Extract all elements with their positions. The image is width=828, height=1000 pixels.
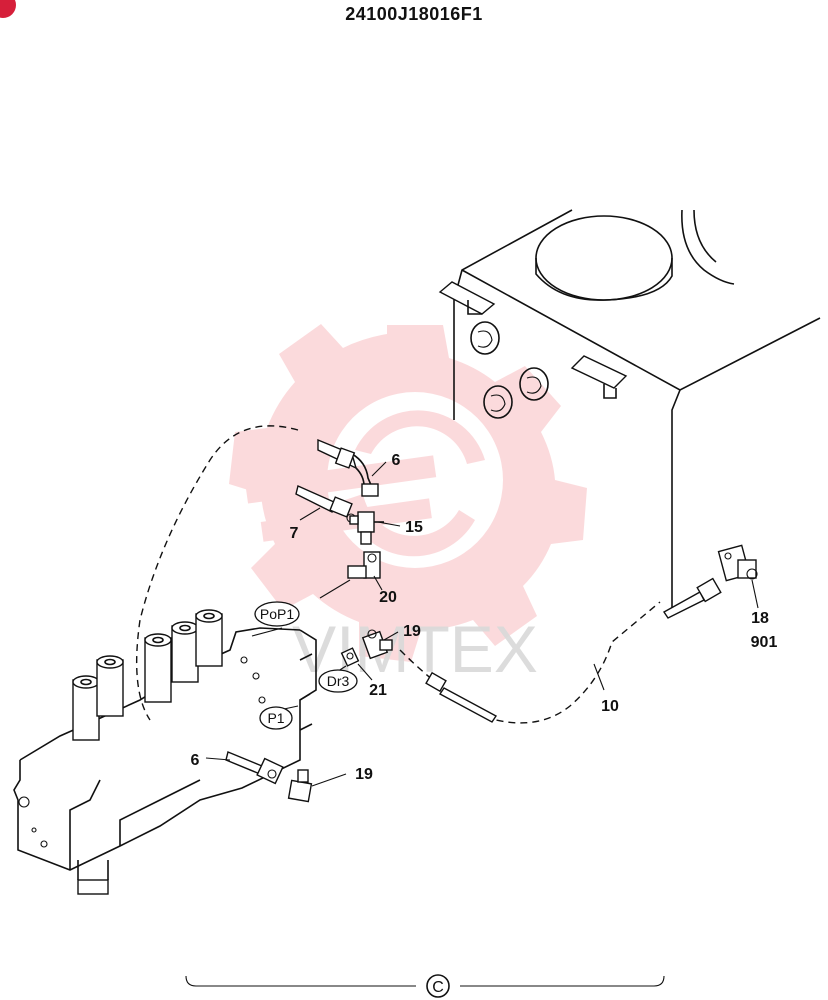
callout-901: 901 xyxy=(751,634,778,651)
svg-text:PoP1: PoP1 xyxy=(260,606,294,622)
elbow-fitting-20 xyxy=(347,551,381,579)
callout-20: 20 xyxy=(379,589,397,606)
callout-7: 7 xyxy=(290,525,299,542)
callout-18: 18 xyxy=(751,610,769,627)
callout-19-lower: 19 xyxy=(355,766,373,783)
callout-10: 10 xyxy=(601,698,619,715)
svg-text:Dr3: Dr3 xyxy=(327,673,350,689)
plug-fitting-21 xyxy=(340,647,360,667)
port-label-p1: P1 xyxy=(259,706,293,730)
brand-logo-mark xyxy=(0,0,16,18)
diagram-title: 24100J18016F1 xyxy=(345,4,483,24)
tee-fitting-15 xyxy=(349,511,384,545)
svg-text:P1: P1 xyxy=(267,710,284,726)
control-valve-block xyxy=(13,609,317,895)
elbow-fitting-19-upper xyxy=(361,629,393,660)
port-label-pop1: PoP1 xyxy=(254,601,300,627)
callout-6-lower: 6 xyxy=(191,752,200,769)
hose-6-upper xyxy=(317,438,379,497)
port-label-dr3: Dr3 xyxy=(318,669,358,693)
callout-6-upper: 6 xyxy=(392,452,401,469)
view-marker: C xyxy=(185,974,665,998)
leader-lines xyxy=(205,461,759,787)
callout-15: 15 xyxy=(405,519,423,536)
view-label: C xyxy=(432,979,444,996)
hose-7 xyxy=(295,485,356,523)
view-circle-icon xyxy=(426,974,450,998)
fitting-18 xyxy=(717,544,758,582)
elbow-fitting-19-lower xyxy=(287,769,313,803)
callout-21: 21 xyxy=(369,682,387,699)
hydraulic-tank xyxy=(438,209,821,610)
callout-19-upper: 19 xyxy=(403,623,421,640)
hose-10-fitting xyxy=(425,577,722,723)
hose-6-lower xyxy=(225,751,284,785)
